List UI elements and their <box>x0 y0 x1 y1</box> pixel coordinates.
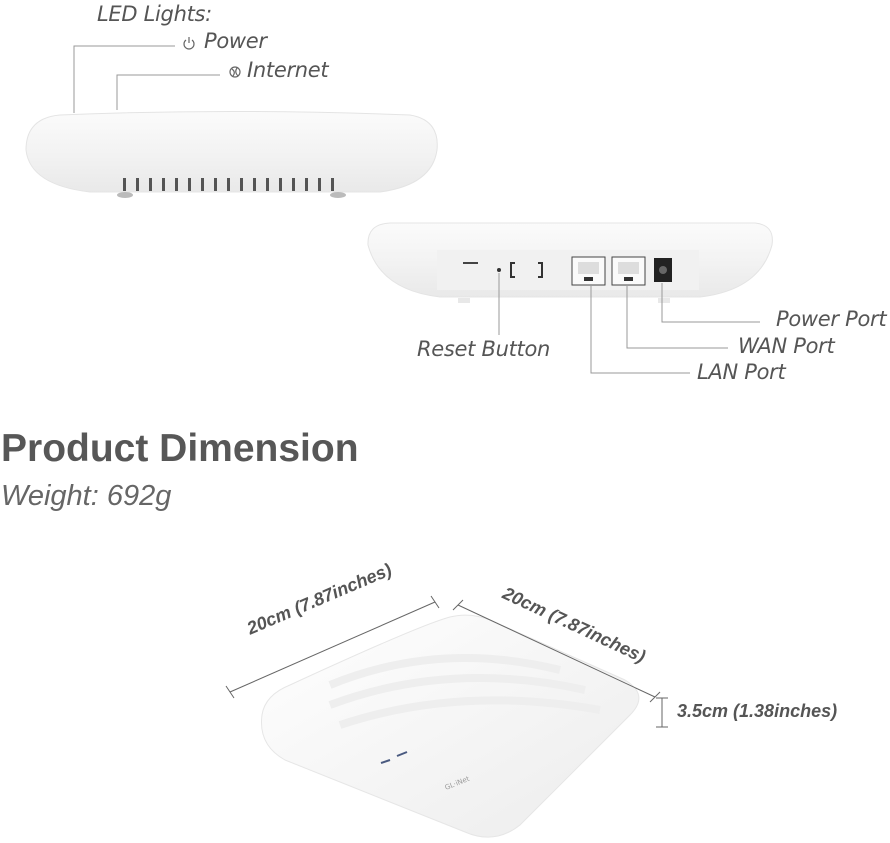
power-led-label: Power <box>204 29 267 53</box>
wps-bracket <box>510 262 543 278</box>
router-side-view <box>25 111 438 198</box>
lan-port-label: LAN Port <box>697 360 786 384</box>
reset-hole <box>497 268 501 272</box>
power-port-label: Power Port <box>776 307 887 331</box>
vent-slots <box>123 178 334 191</box>
internet-led-label: Internet <box>247 58 329 82</box>
wan-port-socket <box>611 256 646 286</box>
slot <box>463 262 478 264</box>
router-back-view <box>367 222 773 303</box>
wan-port-label: WAN Port <box>738 334 835 358</box>
power-icon <box>183 37 195 50</box>
weight-text: Weight: 692g <box>1 480 172 512</box>
lan-port-socket <box>571 256 606 286</box>
led-lights-heading: LED Lights: <box>97 2 212 26</box>
router-top-view: GL·iNet <box>260 614 640 838</box>
power-port-socket <box>654 258 672 282</box>
height-dimension-label: 3.5cm (1.38inches) <box>677 701 838 721</box>
reset-button-label: Reset Button <box>417 337 551 361</box>
page-title: Product Dimension <box>1 427 359 470</box>
globe-icon <box>229 66 241 78</box>
